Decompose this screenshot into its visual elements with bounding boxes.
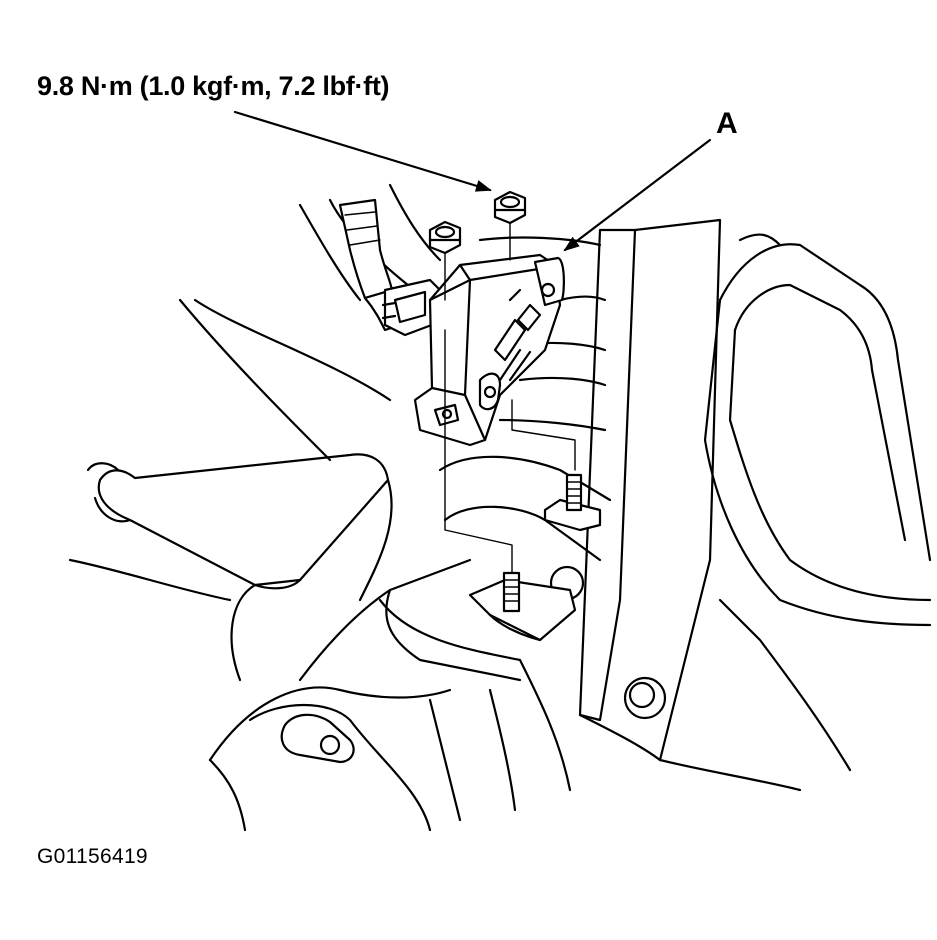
stud-bolt-front bbox=[468, 571, 577, 642]
torque-specification: 9.8 N·m (1.0 kgf·m, 7.2 lbf·ft) bbox=[37, 71, 390, 101]
callout-a-arrow bbox=[563, 138, 712, 252]
figure-id: G01156419 bbox=[37, 845, 148, 868]
callout-label-a: A bbox=[716, 107, 738, 140]
stud-bolt-rear bbox=[543, 473, 602, 532]
alignment-lines bbox=[444, 222, 576, 576]
torque-leader-arrow bbox=[233, 110, 492, 192]
floor-panel-structure bbox=[68, 183, 932, 832]
flange-nut-left bbox=[428, 220, 462, 255]
component-a-module bbox=[413, 253, 565, 447]
flange-nut-right bbox=[493, 190, 527, 225]
